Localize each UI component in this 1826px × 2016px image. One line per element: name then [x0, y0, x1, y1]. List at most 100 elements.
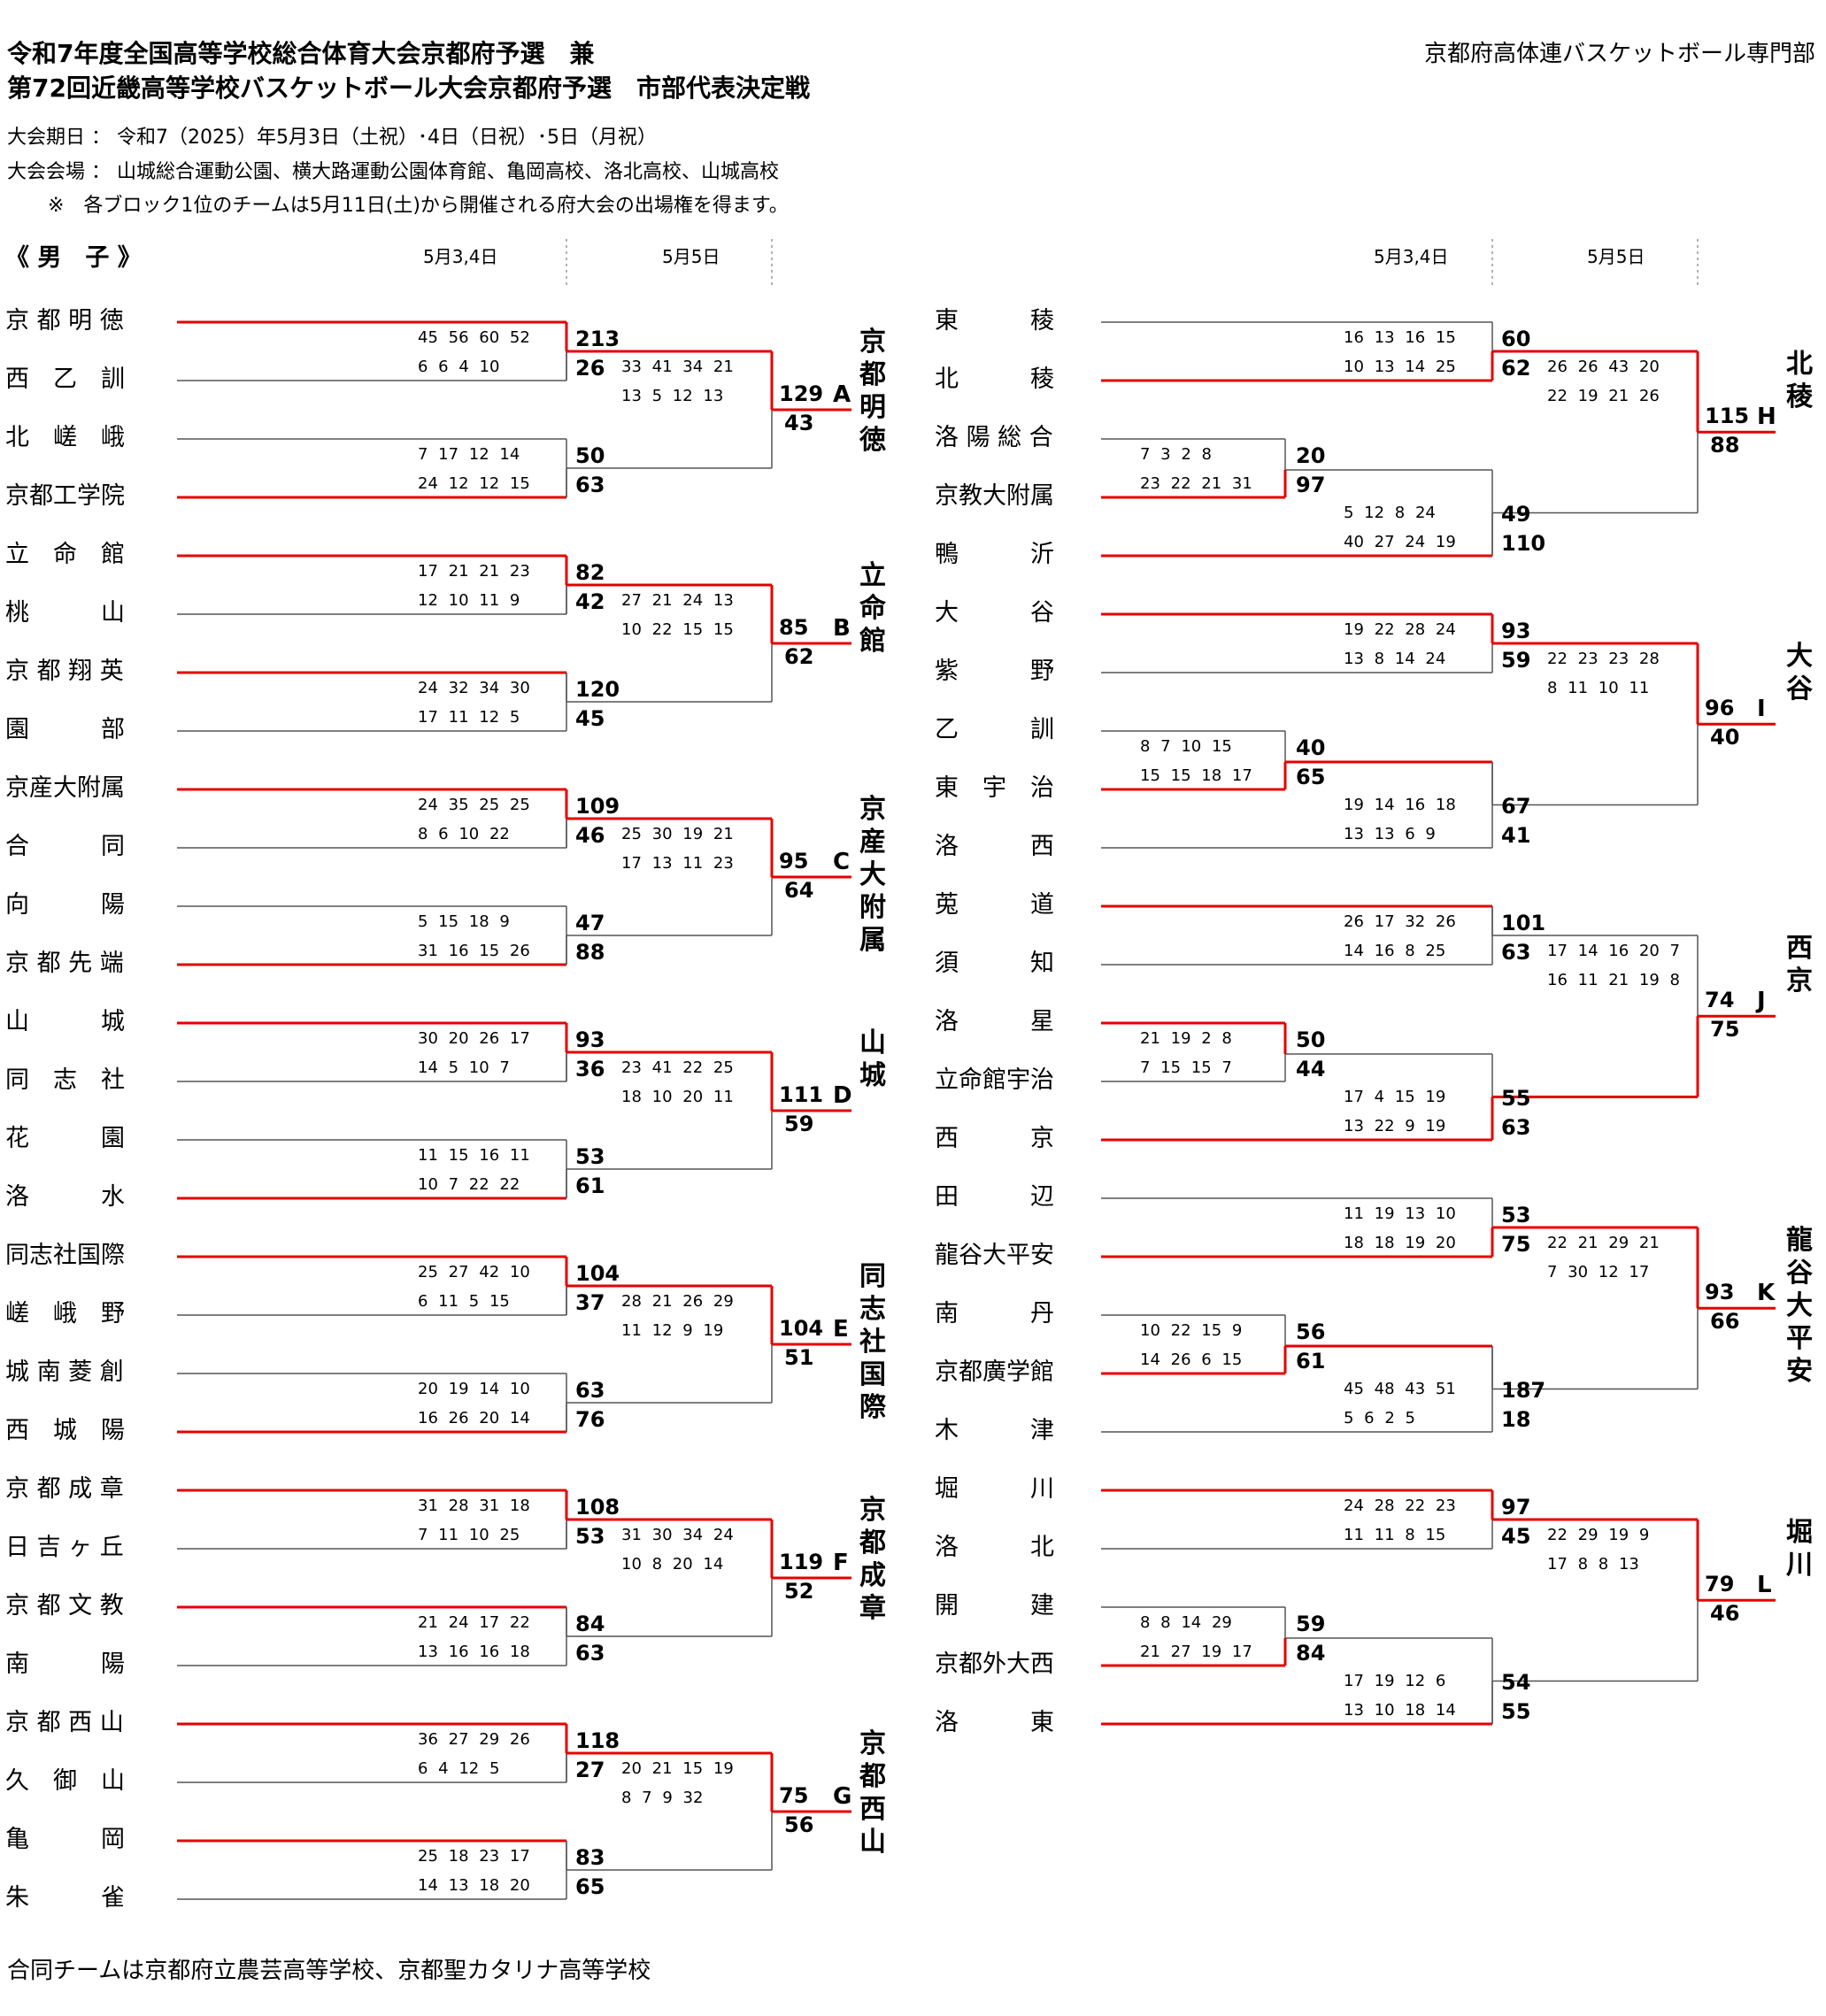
team-name: 立命館宇治 — [935, 1066, 1054, 1094]
total-score: 83 — [575, 1845, 605, 1870]
total-score: 55 — [1501, 1086, 1531, 1111]
block-winner: 同志社国際 — [859, 1261, 886, 1423]
quarter-scores: 22 21 29 21 — [1547, 1234, 1660, 1252]
total-score: 65 — [1296, 765, 1326, 789]
total-score: 108 — [575, 1495, 620, 1520]
block-winner: 北稜 — [1786, 349, 1813, 413]
team-name: 京 都 成 章 — [5, 1475, 124, 1503]
quarter-scores: 22 19 21 26 — [1547, 387, 1660, 405]
quarter-scores: 8 6 10 22 — [418, 825, 510, 843]
total-score: 66 — [1710, 1309, 1740, 1335]
quarter-scores: 25 18 23 17 — [418, 1847, 530, 1866]
total-score: 18 — [1501, 1407, 1531, 1432]
quarter-scores: 22 29 19 9 — [1547, 1526, 1650, 1544]
quarter-scores: 14 26 6 15 — [1140, 1350, 1243, 1369]
total-score: 79 — [1705, 1572, 1735, 1597]
team-name: 京都工学院 — [5, 482, 125, 510]
total-score: 63 — [1501, 940, 1531, 965]
total-score: 118 — [575, 1728, 620, 1753]
team-name: 京 都 先 端 — [5, 950, 124, 977]
quarter-scores: 13 8 14 24 — [1344, 650, 1446, 668]
title-line-1: 令和7年度全国高等学校総合体育大会京都府予選 兼 — [7, 39, 595, 68]
block-letter: C — [833, 849, 851, 875]
team-name: 朱 雀 — [5, 1884, 125, 1912]
total-score: 85 — [779, 615, 809, 640]
total-score: 129 — [779, 381, 824, 406]
total-score: 53 — [575, 1524, 605, 1549]
total-score: 59 — [1296, 1612, 1326, 1636]
block-winner: 西京 — [1786, 933, 1813, 997]
team-name: 洛 陽 総 合 — [935, 424, 1053, 451]
team-name: 莵 道 — [935, 891, 1054, 919]
total-score: 84 — [1296, 1641, 1326, 1666]
quarter-scores: 8 7 10 15 — [1140, 737, 1232, 756]
total-score: 64 — [784, 878, 814, 903]
total-score: 20 — [1296, 443, 1326, 468]
quarter-scores: 16 26 20 14 — [418, 1409, 530, 1427]
team-name: 龍谷大平安 — [935, 1242, 1054, 1269]
quarter-scores: 6 6 4 10 — [418, 358, 500, 376]
total-score: 63 — [575, 473, 605, 497]
team-name: 立 命 館 — [5, 541, 125, 568]
team-name: 亀 岡 — [5, 1826, 125, 1853]
quarter-scores: 40 27 24 19 — [1344, 533, 1456, 551]
total-score: 62 — [784, 644, 814, 669]
quarter-scores: 17 14 16 20 7 — [1547, 942, 1680, 960]
total-score: 56 — [784, 1812, 814, 1837]
team-name: 紫 野 — [935, 658, 1054, 685]
team-name: 同 志 社 — [5, 1066, 125, 1094]
quarter-scores: 13 5 12 13 — [621, 387, 724, 405]
total-score: 45 — [1501, 1524, 1531, 1549]
team-name: 鴨 沂 — [935, 541, 1054, 568]
quarter-scores: 7 15 15 7 — [1140, 1058, 1232, 1077]
total-score: 61 — [1296, 1349, 1326, 1373]
total-score: 115 — [1705, 404, 1750, 429]
team-name: 山 城 — [5, 1008, 125, 1035]
quarter-scores: 8 7 9 32 — [621, 1789, 704, 1807]
quarter-scores: 28 21 26 29 — [621, 1292, 734, 1311]
quarter-scores: 11 12 9 19 — [621, 1321, 724, 1340]
quarter-scores: 10 7 22 22 — [418, 1175, 520, 1194]
total-score: 67 — [1501, 794, 1531, 819]
team-name: 洛 水 — [5, 1183, 125, 1211]
total-score: 213 — [575, 327, 620, 351]
quarter-scores: 17 19 12 6 — [1344, 1672, 1446, 1690]
block-winner: 立命館 — [859, 560, 886, 657]
quarter-scores: 8 8 14 29 — [1140, 1613, 1232, 1632]
total-score: 26 — [575, 356, 605, 381]
team-name: 東 稜 — [935, 307, 1054, 335]
quarter-scores: 20 21 15 19 — [621, 1759, 734, 1778]
total-score: 59 — [784, 1112, 814, 1136]
quarter-scores: 12 10 11 9 — [418, 591, 520, 610]
team-name: 南 陽 — [5, 1651, 125, 1678]
total-score: 111 — [779, 1082, 824, 1107]
footer-note: 合同チームは京都府立農芸高等学校、京都聖カタリナ高等学校 — [7, 1958, 651, 1984]
quarter-scores: 6 11 5 15 — [418, 1292, 510, 1311]
quarter-scores: 17 11 12 5 — [418, 708, 520, 727]
total-score: 93 — [1705, 1280, 1735, 1305]
team-name: 京都外大西 — [935, 1651, 1054, 1678]
quarter-scores: 18 18 19 20 — [1344, 1234, 1456, 1252]
total-score: 88 — [1710, 433, 1740, 458]
quarter-scores: 24 12 12 15 — [418, 474, 530, 493]
team-name: 嵯 峨 野 — [5, 1300, 125, 1327]
team-name: 久 御 山 — [5, 1767, 125, 1795]
total-score: 95 — [779, 849, 809, 873]
total-score: 187 — [1501, 1378, 1546, 1403]
quarter-scores: 10 8 20 14 — [621, 1555, 724, 1574]
quarter-scores: 8 11 10 11 — [1547, 679, 1650, 697]
total-score: 37 — [575, 1290, 605, 1315]
block-winner: 京都西山 — [859, 1728, 886, 1858]
quarter-scores: 13 13 6 9 — [1344, 825, 1436, 843]
total-score: 55 — [1501, 1699, 1531, 1724]
quarter-scores: 17 8 8 13 — [1547, 1555, 1639, 1574]
quarter-scores: 30 20 26 17 — [418, 1029, 530, 1048]
quarter-scores: 24 35 25 25 — [418, 796, 530, 814]
team-name: 洛 星 — [935, 1008, 1054, 1035]
quarter-scores: 45 56 60 52 — [418, 328, 530, 347]
block-winner: 堀川 — [1786, 1517, 1813, 1581]
total-score: 43 — [784, 411, 814, 435]
total-score: 46 — [1710, 1601, 1740, 1627]
quarter-scores: 33 41 34 21 — [621, 358, 734, 376]
team-name: 桃 山 — [5, 599, 125, 627]
